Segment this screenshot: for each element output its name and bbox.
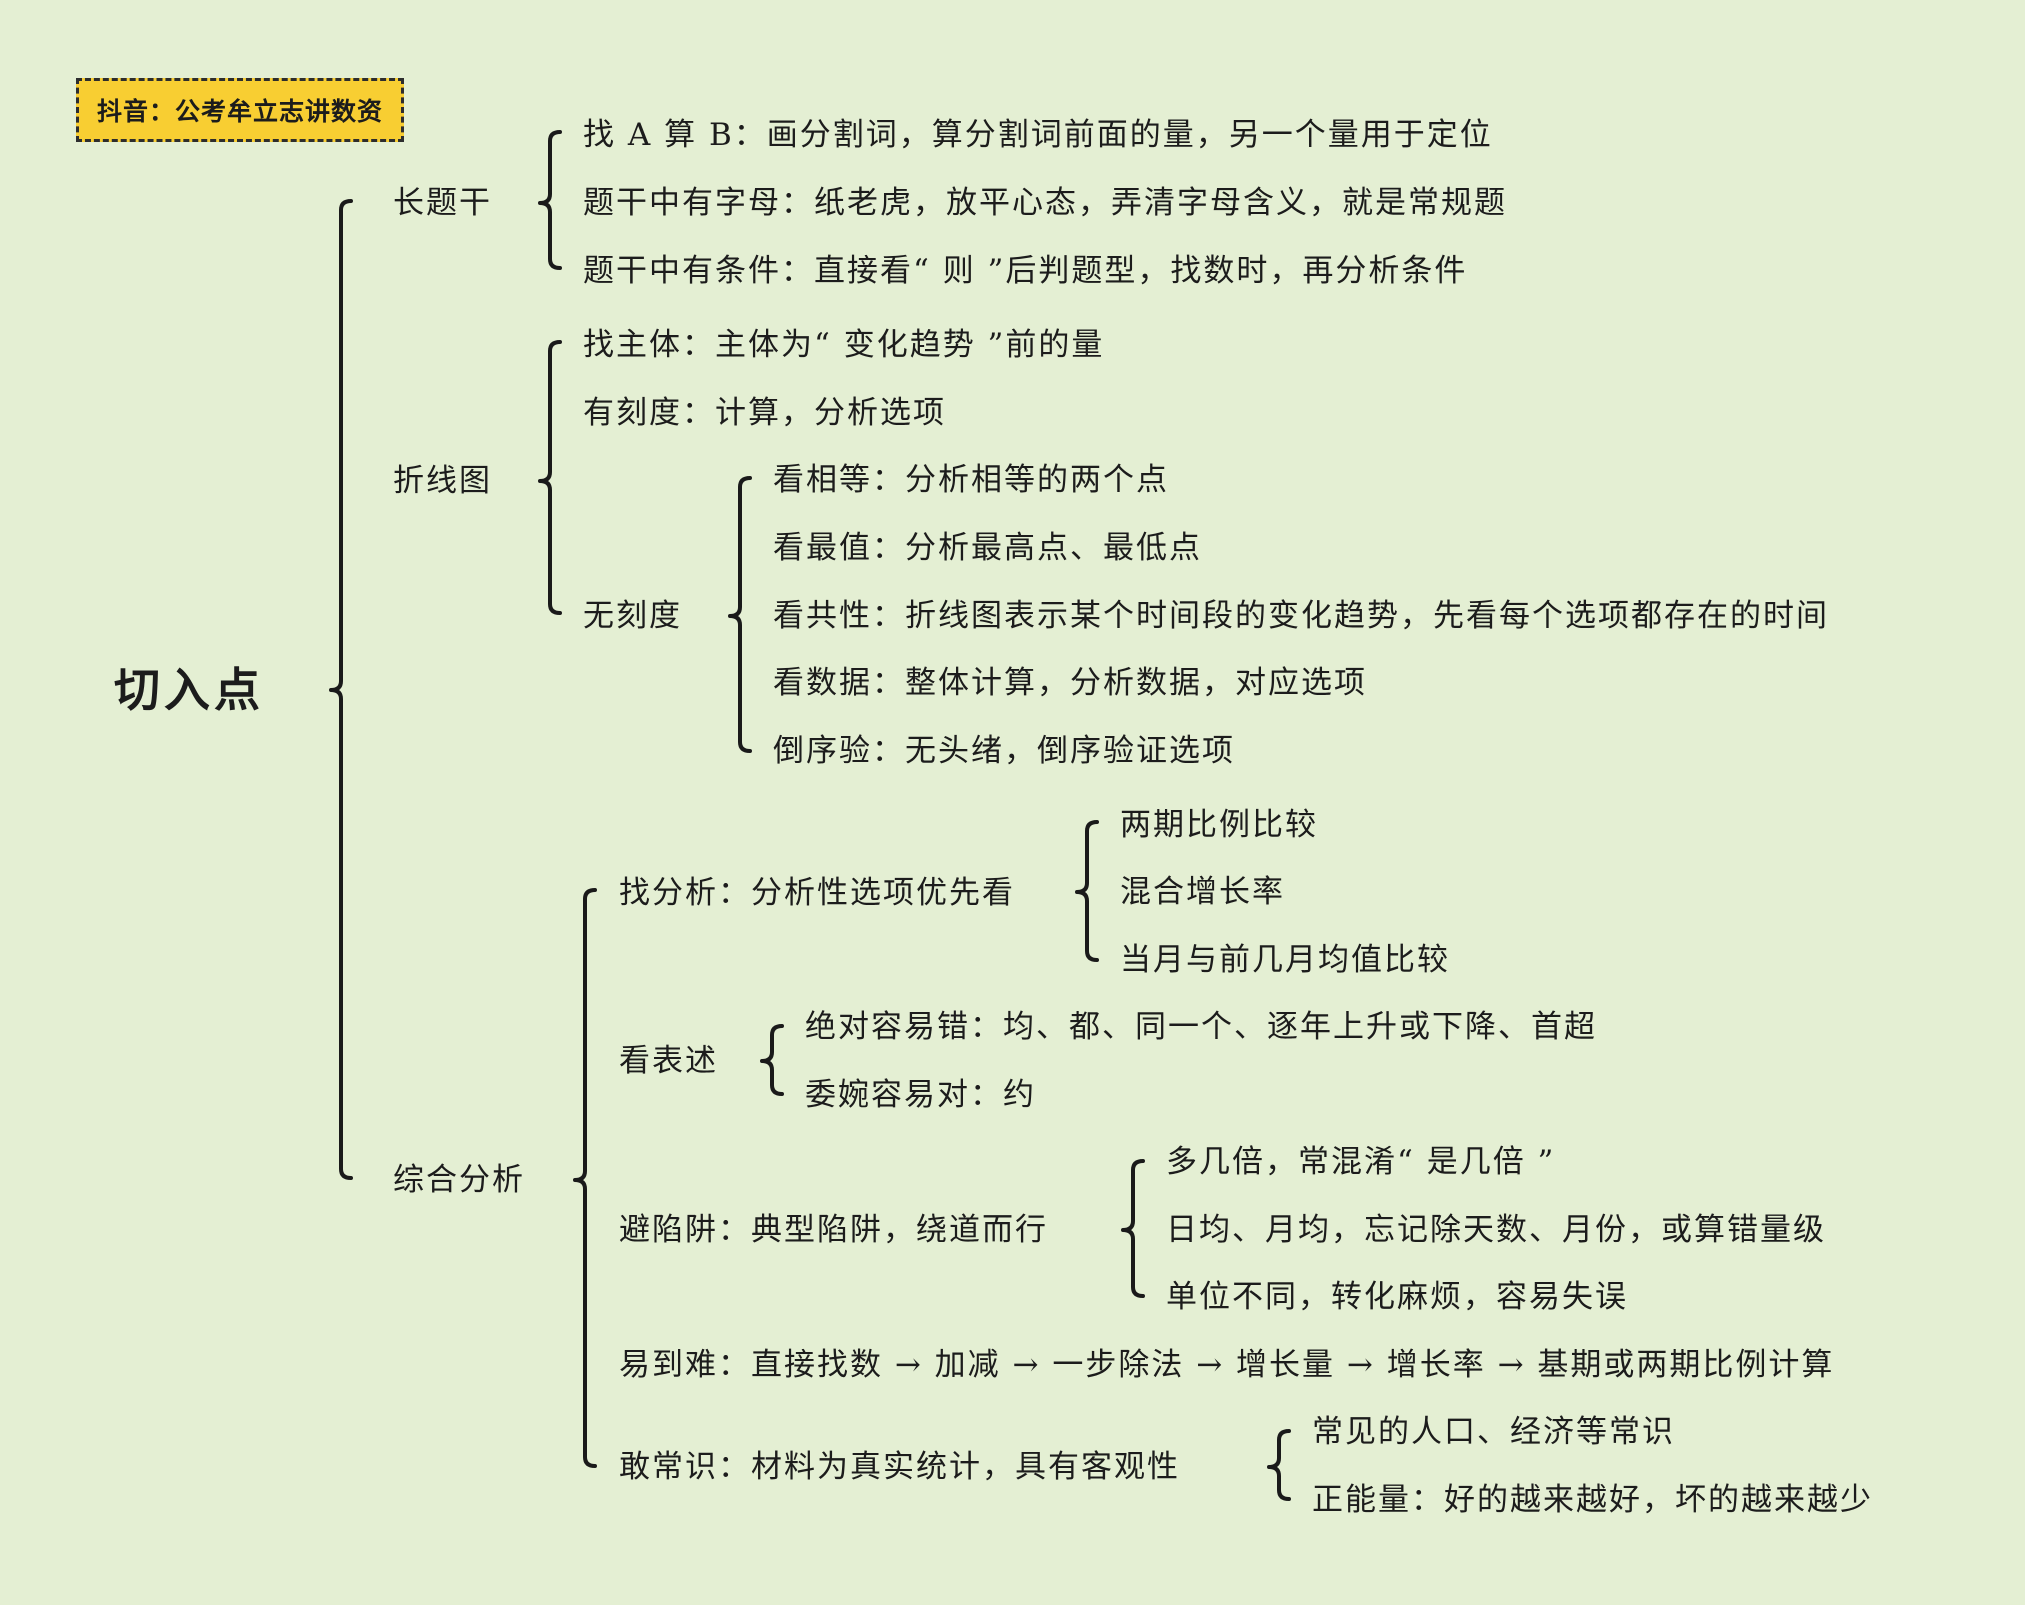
branch-comprehensive: 综合分析 [393, 1162, 525, 1198]
find-analysis-item: 两期比例比较 [1120, 807, 1318, 843]
no-scale-node: 无刻度 [583, 598, 682, 634]
find-analysis-item: 当月与前几月均值比较 [1120, 942, 1450, 978]
branch-long-stem: 长题干 [393, 185, 492, 221]
find-analysis-item: 混合增长率 [1120, 874, 1285, 910]
common-sense-item: 常见的人口、经济等常识 [1312, 1414, 1675, 1450]
long-stem-item: 找 A 算 B：画分割词，算分割词前面的量，另一个量用于定位 [583, 117, 1493, 153]
no-scale-item: 看相等：分析相等的两个点 [773, 462, 1169, 498]
badge-text: 抖音：公考牟立志讲数资 [96, 97, 383, 126]
traps-node: 避陷阱：典型陷阱，绕道而行 [619, 1212, 1048, 1248]
expression-item: 委婉容易对：约 [805, 1077, 1036, 1113]
long-stem-item: 题干中有条件：直接看“ 则 ”后判题型，找数时，再分析条件 [583, 253, 1468, 289]
traps-item: 多几倍，常混淆“ 是几倍 ” [1166, 1144, 1556, 1180]
douyin-badge: 抖音：公考牟立志讲数资 [76, 78, 404, 142]
no-scale-item: 看数据：整体计算，分析数据，对应选项 [773, 665, 1367, 701]
find-analysis-node: 找分析：分析性选项优先看 [619, 875, 1015, 911]
line-chart-item: 找主体：主体为“ 变化趋势 ”前的量 [583, 327, 1105, 363]
brace-comprehensive [573, 888, 597, 1468]
brace-common-sense [1267, 1429, 1291, 1501]
brace-expression [760, 1024, 784, 1096]
expression-item: 绝对容易错：均、都、同一个、逐年上升或下降、首超 [805, 1009, 1597, 1045]
brace-no-scale [728, 476, 752, 753]
no-scale-item: 看共性：折线图表示某个时间段的变化趋势，先看每个选项都存在的时间 [773, 598, 1829, 634]
traps-item: 日均、月均，忘记除天数、月份，或算错量级 [1166, 1212, 1826, 1248]
brace-root [329, 199, 353, 1180]
brace-traps [1121, 1159, 1145, 1298]
root-node: 切入点 [114, 663, 264, 717]
no-scale-item: 看最值：分析最高点、最低点 [773, 530, 1202, 566]
common-sense-node: 敢常识：材料为真实统计，具有客观性 [619, 1449, 1180, 1485]
branch-line-chart: 折线图 [393, 463, 492, 499]
line-chart-item: 有刻度：计算，分析选项 [583, 395, 946, 431]
brace-long-stem [538, 130, 562, 270]
expression-node: 看表述 [619, 1043, 718, 1079]
common-sense-item: 正能量：好的越来越好，坏的越来越少 [1312, 1482, 1873, 1518]
brace-line-chart [538, 340, 562, 615]
easy-to-hard-node: 易到难：直接找数 → 加减 → 一步除法 → 增长量 → 增长率 → 基期或两期… [619, 1347, 1835, 1383]
brace-find-analysis [1075, 820, 1099, 962]
no-scale-item: 倒序验：无头绪，倒序验证选项 [773, 733, 1235, 769]
long-stem-item: 题干中有字母：纸老虎，放平心态，弄清字母含义，就是常规题 [583, 185, 1507, 221]
traps-item: 单位不同，转化麻烦，容易失误 [1166, 1279, 1628, 1315]
